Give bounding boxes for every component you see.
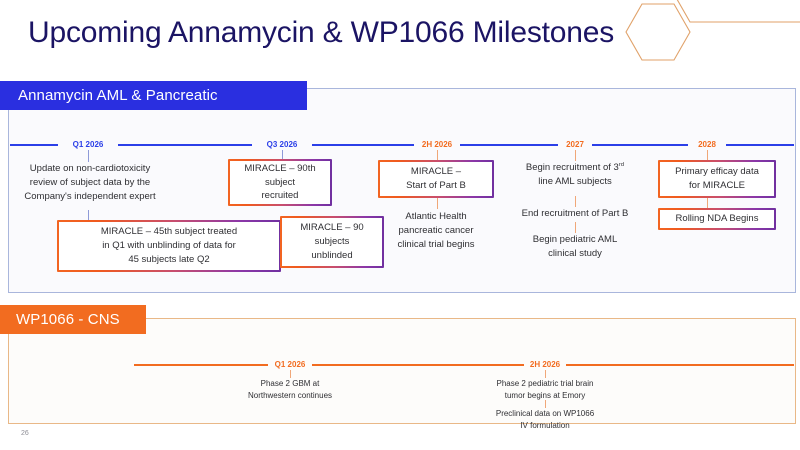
timeline-a-segment-3 <box>312 144 414 146</box>
annamycin-2h-note: Atlantic Health pancreatic cancer clinic… <box>397 211 475 250</box>
annamycin-2027-note-1-sup: rd <box>618 162 625 168</box>
timeline-a-segment-1 <box>10 144 58 146</box>
tick-a-2h-bottom <box>437 198 438 209</box>
tick-b-q1 <box>290 370 291 378</box>
annamycin-2028-box-top: Primary efficay data for MIRACLE <box>658 160 776 198</box>
annamycin-2027-note-1-post: line AML subjects <box>538 175 612 187</box>
timeline-a-segment-2 <box>118 144 252 146</box>
tick-b-2h-2 <box>545 400 546 408</box>
timeline-a-label-2027: 2027 <box>566 140 584 149</box>
tick-a-2027-3 <box>575 222 576 233</box>
page-title: Upcoming Annamycin & WP1066 Milestones <box>28 16 615 49</box>
wp1066-band-label: WP1066 - CNS <box>16 311 120 328</box>
tick-a-2028-mid <box>707 198 708 209</box>
timeline-a-label-2028: 2028 <box>698 140 716 149</box>
tick-a-2028-top <box>707 150 708 160</box>
wp1066-2h-note-1: Phase 2 pediatric trial brain tumor begi… <box>496 379 594 400</box>
timeline-b-segment-3 <box>566 364 794 366</box>
annamycin-2028-box-bottom: Rolling NDA Begins <box>658 208 776 230</box>
wp1066-2h-note-2: Preclinical data on WP1066 IV formulatio… <box>495 409 595 430</box>
annamycin-q3-box-bottom: MIRACLE – 90 subjects unblinded <box>280 216 384 268</box>
wp1066-panel <box>8 318 796 424</box>
timeline-a-segment-6 <box>726 144 794 146</box>
annamycin-2027-note-1-pre: Begin recruitment of 3 <box>525 162 619 174</box>
timeline-b-label-2h-2026: 2H 2026 <box>529 360 561 369</box>
tick-a-2027-2 <box>575 196 576 207</box>
wp1066-section-band: WP1066 - CNS <box>0 305 146 334</box>
tick-a-q1-top <box>88 150 89 162</box>
tick-a-q1-bottom <box>88 210 89 222</box>
timeline-b-segment-2 <box>312 364 524 366</box>
annamycin-q1-note: Update on non-cardiotoxicity review of s… <box>24 163 156 202</box>
annamycin-band-label: Annamycin AML & Pancreatic <box>18 87 218 104</box>
timeline-a-segment-5 <box>592 144 688 146</box>
wp1066-q1-note: Phase 2 GBM at Northwestern continues <box>247 379 333 400</box>
annamycin-2027-note-1: Begin recruitment of 3rd line AML subjec… <box>505 161 645 189</box>
timeline-a-segment-4 <box>460 144 558 146</box>
timeline-b-segment-1 <box>134 364 268 366</box>
timeline-a-label-q1-2026: Q1 2026 <box>72 140 104 149</box>
hexagon-outline-icon <box>625 0 800 61</box>
timeline-a-label-2h-2026: 2H 2026 <box>421 140 453 149</box>
tick-a-2h-top <box>437 150 438 160</box>
annamycin-2027-note-2: End recruitment of Part B <box>521 208 629 219</box>
timeline-a-label-q3-2026: Q3 2026 <box>266 140 298 149</box>
annamycin-q3-box-top: MIRACLE – 90th subject recruited <box>228 159 332 206</box>
annamycin-2h-box: MIRACLE – Start of Part B <box>378 160 494 198</box>
annamycin-2027-note-3: Begin pediatric AML clinical study <box>532 234 618 259</box>
annamycin-section-band: Annamycin AML & Pancreatic <box>0 81 307 110</box>
annamycin-q1-box: MIRACLE – 45th subject treated in Q1 wit… <box>57 220 281 272</box>
tick-b-2h-1 <box>545 370 546 378</box>
tick-a-2027-1 <box>575 150 576 161</box>
page-number: 26 <box>21 430 29 437</box>
timeline-b-label-q1-2026: Q1 2026 <box>274 360 306 369</box>
tick-a-q3-top <box>282 150 283 160</box>
